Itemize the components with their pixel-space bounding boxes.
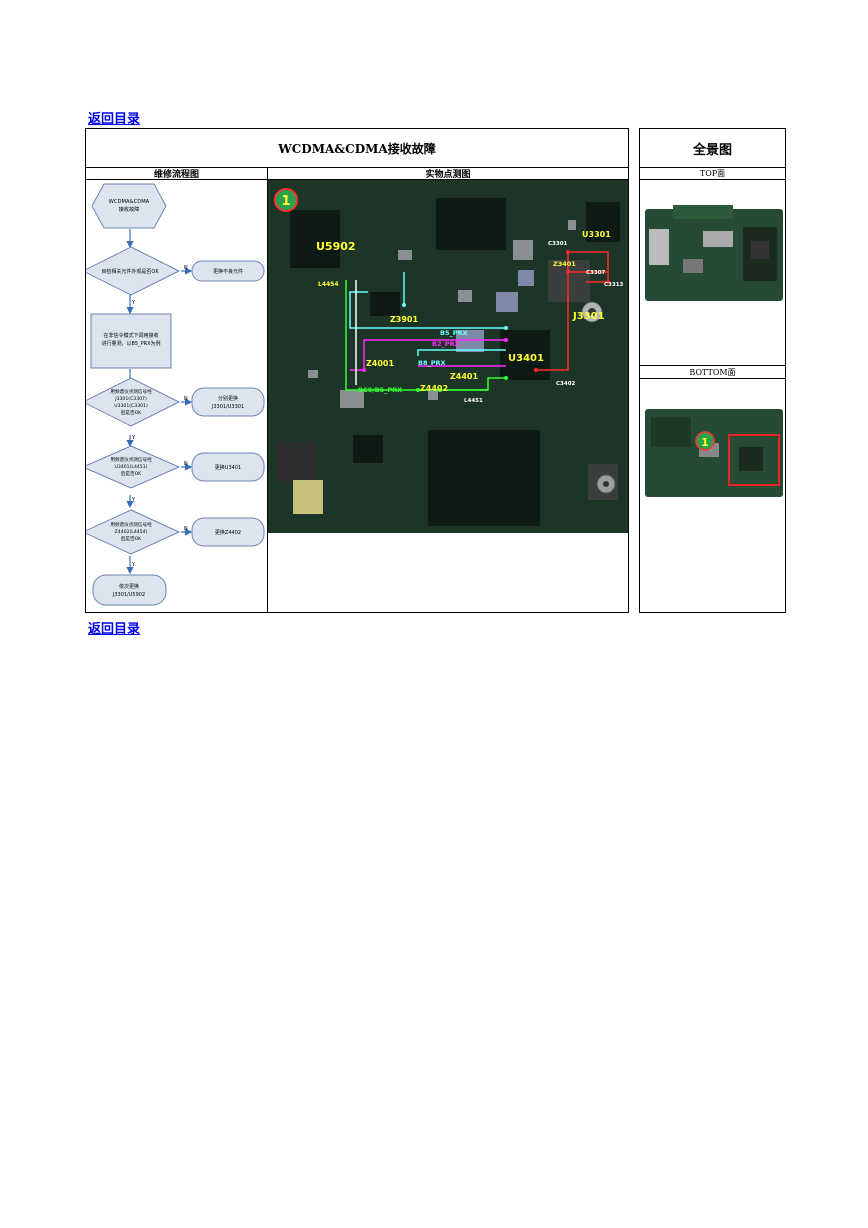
label-u3401: U3401: [508, 353, 544, 364]
flow-step-check-z4402: 用频谱仪点测信号经 Z4402(L4454) 后是否OK: [86, 509, 181, 555]
flow-action-replace-j3301-u3301: 分别更换 J3301/U3301: [191, 387, 265, 417]
svg-text:更换U3401: 更换U3401: [215, 464, 241, 471]
svg-text:后是否OK: 后是否OK: [121, 409, 142, 416]
label-l4451: L4451: [464, 398, 483, 404]
svg-text:J3301(C3307): J3301(C3307): [114, 396, 147, 402]
yes-label: Y: [131, 562, 136, 568]
page-title: WCDMA&CDMA接收故障: [86, 129, 628, 168]
bottom-side-label: BOTTOM面: [640, 366, 785, 379]
back-to-contents-link-bottom[interactable]: 返回目录: [88, 622, 141, 637]
label-bc0-b5-prx: BC0/B5_PRX: [358, 386, 402, 394]
label-c3301: C3301: [548, 241, 568, 247]
photo-header: 实物点测图: [268, 167, 628, 180]
flow-action-replace-bad-part: 更换不良元件: [191, 260, 265, 282]
label-u5902: U5902: [316, 240, 356, 253]
flow-start-node: WCDMA&CDMA 接收故障: [91, 183, 167, 229]
overview-table: 全景图 TOP面 BOTTOM面 1: [639, 128, 786, 613]
flow-header: 维修流程图: [86, 167, 267, 180]
svg-text:分别更换: 分别更换: [218, 395, 238, 402]
label-j3301: J3301: [572, 311, 605, 322]
svg-text:目检相关元件外观是否OK: 目检相关元件外观是否OK: [101, 268, 159, 275]
side-divider: [640, 365, 785, 366]
svg-text:用频谱仪点测信号经: 用频谱仪点测信号经: [110, 521, 152, 528]
svg-text:1: 1: [701, 436, 709, 449]
svg-text:进行量测，以B5_PRX为例: 进行量测，以B5_PRX为例: [101, 340, 160, 347]
flow-action-replace-u3401: 更换U3401: [191, 452, 265, 482]
label-z4001: Z4001: [366, 359, 395, 368]
svg-text:在非信令模式下调用接收: 在非信令模式下调用接收: [103, 332, 158, 339]
svg-text:更换不良元件: 更换不良元件: [213, 268, 243, 275]
label-z3401: Z3401: [553, 260, 576, 268]
svg-text:用频谱仪点测信号经: 用频谱仪点测信号经: [110, 388, 152, 395]
label-u3301: U3301: [582, 230, 611, 239]
svg-text:J3301/U3301: J3301/U3301: [211, 404, 244, 410]
svg-text:U3301(C3301): U3301(C3301): [114, 403, 148, 409]
yes-label: Y: [131, 497, 136, 503]
overview-marker: 1: [695, 431, 715, 451]
label-b2-prx: B2_PRX: [432, 340, 460, 348]
svg-text:1: 1: [281, 194, 290, 209]
label-z4401: Z4401: [450, 372, 479, 381]
column-divider: [267, 167, 268, 612]
flow-end-node: 依次更换 J3301/U5902: [92, 574, 167, 606]
board-bottom-view: 1: [645, 409, 783, 497]
svg-text:后是否OK: 后是否OK: [121, 535, 142, 542]
top-side-label: TOP面: [640, 167, 785, 180]
label-c3402: C3402: [556, 381, 576, 387]
label-z3901: Z3901: [390, 315, 419, 324]
yes-label: Y: [131, 300, 136, 306]
board-test-point-photo: 1 U5902 L4454 Z3901 B5_PRX: [268, 180, 628, 533]
no-label: N: [184, 526, 188, 532]
no-label: N: [184, 461, 188, 467]
svg-text:后是否OK: 后是否OK: [121, 470, 142, 477]
flow-step-check-j3301: 用频谱仪点测信号经 J3301(C3307) U3301(C3301) 后是否O…: [86, 377, 181, 427]
label-b8-prx: B8_PRX: [418, 359, 446, 367]
svg-text:用频谱仪点测信号经: 用频谱仪点测信号经: [110, 456, 152, 463]
label-z4402: Z4402: [420, 384, 448, 393]
overview-title: 全景图: [640, 129, 785, 168]
test-area-marker: 1: [274, 188, 298, 212]
svg-text:依次更换: 依次更换: [119, 583, 139, 590]
back-to-contents-link-top[interactable]: 返回目录: [88, 112, 141, 127]
flow-step-check-u3401: 用频谱仪点测信号经 U3401(L4451) 后是否OK: [86, 445, 181, 489]
board-top-view: [645, 205, 783, 301]
svg-text:Z4402(L4454): Z4402(L4454): [115, 529, 148, 535]
flow-action-replace-z4402: 更换Z4402: [191, 517, 265, 547]
no-label: N: [184, 396, 188, 402]
repair-flowchart: WCDMA&CDMA 接收故障 目检相关元件外观是否OK N 更换不良元件 Y …: [86, 183, 265, 606]
fault-table: WCDMA&CDMA接收故障 维修流程图 实物点测图 WCDMA&CDMA 接收…: [85, 128, 629, 613]
flow-step-non-signaling: 在非信令模式下调用接收 进行量测，以B5_PRX为例: [90, 313, 172, 369]
label-c3307: C3307: [586, 270, 606, 276]
svg-text:接收故障: 接收故障: [119, 205, 140, 213]
svg-text:更换Z4402: 更换Z4402: [215, 529, 241, 536]
label-b5-prx: B5_PRX: [440, 329, 468, 337]
no-label: N: [184, 265, 188, 271]
label-c3313: C3313: [604, 282, 624, 288]
svg-text:U3401(L4451): U3401(L4451): [115, 464, 148, 470]
yes-label: Y: [131, 435, 136, 441]
svg-text:J3301/U5902: J3301/U5902: [112, 592, 145, 598]
label-l4454: L4454: [318, 281, 339, 288]
flow-step-visual-check: 目检相关元件外观是否OK: [86, 246, 181, 296]
svg-text:WCDMA&CDMA: WCDMA&CDMA: [109, 199, 150, 205]
